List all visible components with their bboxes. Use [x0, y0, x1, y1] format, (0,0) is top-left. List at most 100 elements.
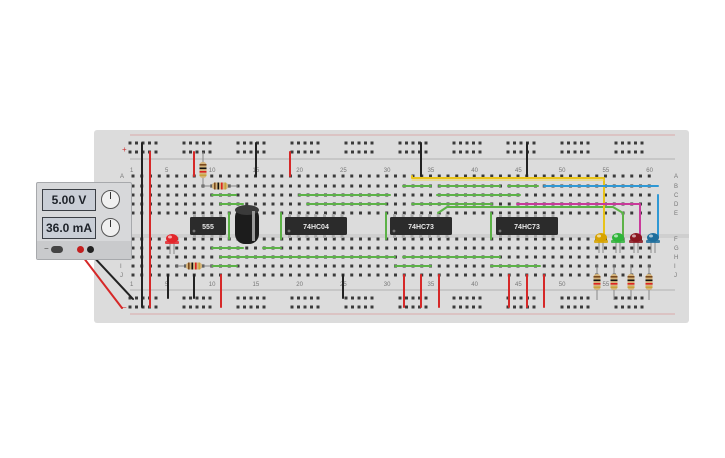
hole	[630, 174, 634, 178]
voltage-knob[interactable]	[101, 190, 120, 209]
led-resistor[interactable]	[645, 264, 653, 300]
hole	[175, 255, 179, 259]
resistor-band	[593, 283, 601, 285]
chip-pin	[210, 214, 214, 217]
rail-hole	[236, 296, 240, 300]
hole	[630, 246, 634, 250]
hole	[367, 174, 371, 178]
hole	[131, 202, 135, 206]
jumper-wire[interactable]	[411, 175, 605, 235]
hole	[420, 246, 424, 250]
power-switch[interactable]	[51, 246, 63, 253]
column-number: 45	[515, 168, 522, 174]
ic-chip[interactable]: 74HC04	[285, 214, 347, 238]
hole	[262, 237, 266, 241]
hole	[131, 273, 135, 277]
hole	[341, 211, 345, 215]
jumper-wire[interactable]	[89, 252, 134, 300]
column-number: 60	[646, 168, 653, 174]
rail-hole	[580, 305, 583, 309]
column-number: 20	[296, 168, 303, 174]
hole	[175, 246, 179, 250]
chip-pin	[428, 214, 431, 217]
hole	[577, 174, 581, 178]
ic-chip[interactable]: 74HC73	[496, 214, 558, 238]
jumper-wire[interactable]	[516, 203, 641, 237]
power-supply[interactable]: 5.00 V 36.0 mA −	[36, 182, 132, 260]
led-resistor[interactable]	[593, 264, 601, 300]
hole	[192, 237, 196, 241]
hole	[192, 202, 196, 206]
indicator-led[interactable]	[629, 233, 643, 253]
hole	[411, 273, 415, 277]
column-number: 55	[603, 168, 610, 174]
current-knob[interactable]	[101, 218, 120, 237]
hole	[166, 255, 170, 259]
hole	[271, 273, 275, 277]
chip-body	[496, 217, 558, 235]
rail-hole	[297, 141, 300, 145]
resistor-band	[627, 283, 635, 285]
indicator-led[interactable]	[594, 233, 608, 253]
chip-label: 74HC73	[514, 224, 540, 231]
rail-hole	[297, 150, 300, 154]
hole	[350, 246, 354, 250]
chip-pin	[193, 235, 196, 238]
hole	[402, 237, 406, 241]
chip-pin	[201, 214, 205, 217]
chip-pin	[393, 214, 396, 217]
hole	[184, 273, 187, 277]
jumper-wire[interactable]	[437, 206, 624, 214]
hole	[507, 211, 511, 215]
hole	[297, 202, 301, 206]
rail-hole	[580, 141, 583, 145]
wires[interactable]	[79, 142, 659, 309]
timing-resistor-2[interactable]	[202, 182, 238, 190]
red-led[interactable]	[165, 234, 179, 254]
components[interactable]: 555 74HC04 74HC73 74HC73	[165, 152, 660, 300]
chip-pin	[314, 235, 318, 238]
hole	[131, 264, 135, 268]
indicator-led[interactable]	[646, 233, 660, 253]
jumper-wire[interactable]	[79, 252, 123, 309]
chip-pin	[331, 214, 335, 217]
timing-resistor[interactable]	[199, 152, 207, 188]
rail-hole	[586, 305, 590, 309]
negative-terminal[interactable]	[87, 246, 94, 253]
resistor-band	[221, 182, 223, 190]
voltage-display: 5.00 V	[42, 189, 96, 211]
led-highlight	[614, 234, 618, 238]
rail-hole	[290, 296, 294, 300]
center-channel	[94, 234, 689, 238]
row-letter: A	[674, 174, 678, 180]
led-resistor[interactable]	[176, 262, 212, 270]
rail-hole	[424, 141, 428, 145]
positive-terminal[interactable]	[77, 246, 84, 253]
row-letter: E	[674, 211, 678, 217]
rail-hole	[243, 150, 246, 154]
ic-chip[interactable]: 555	[190, 214, 226, 238]
hole	[324, 237, 327, 241]
hole	[236, 193, 240, 197]
led-resistor[interactable]	[627, 264, 635, 300]
hole	[289, 193, 292, 197]
hole	[516, 246, 520, 250]
hole	[595, 255, 599, 259]
led-resistor[interactable]	[610, 264, 618, 300]
hole	[306, 184, 310, 188]
hole	[639, 193, 642, 197]
rail-hole	[351, 305, 354, 309]
resistor-body	[199, 162, 207, 178]
hole	[341, 246, 345, 250]
indicator-led[interactable]	[611, 233, 625, 253]
capacitor[interactable]	[235, 205, 259, 244]
hole	[359, 184, 362, 188]
hole	[306, 211, 310, 215]
rail-hole	[472, 296, 475, 300]
ic-chip[interactable]: 74HC73	[390, 214, 452, 238]
hole	[525, 211, 529, 215]
hole	[201, 202, 205, 206]
hole	[481, 264, 485, 268]
